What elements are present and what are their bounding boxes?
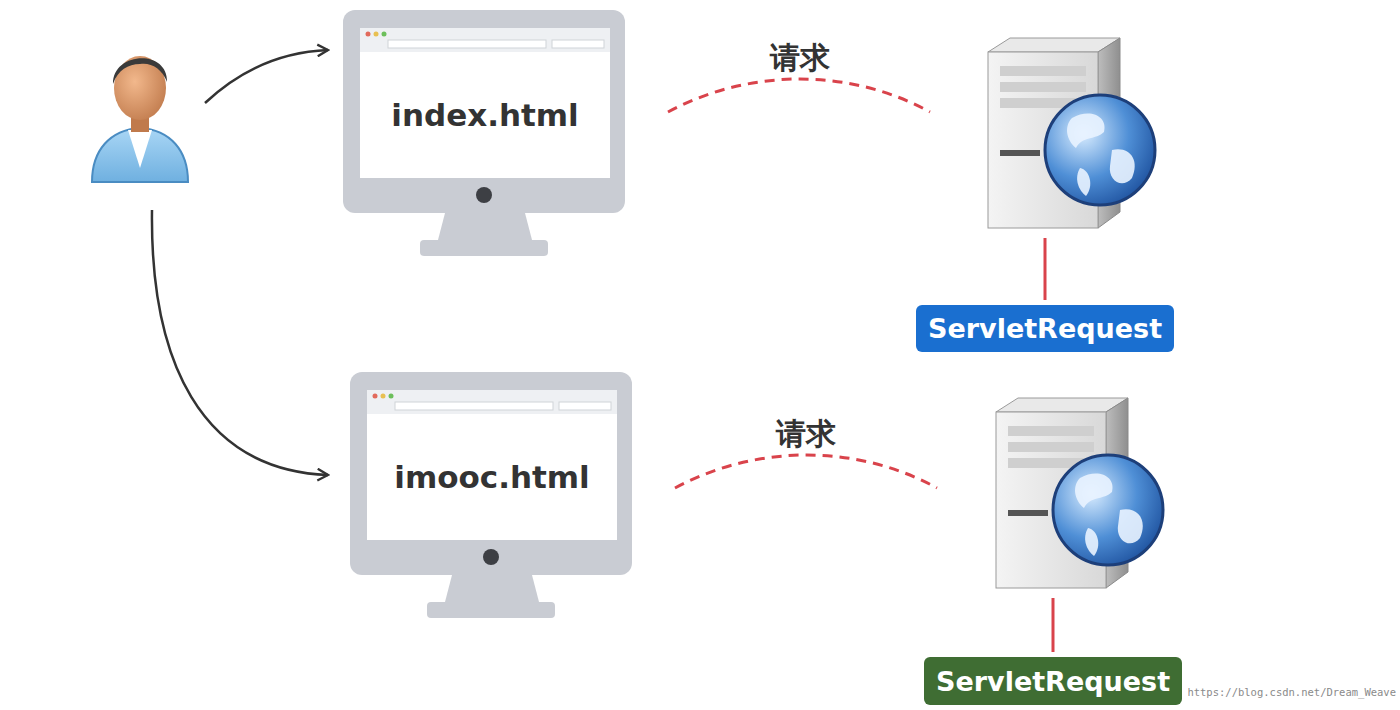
- watermark: https://blog.csdn.net/Dream_Weave: [1187, 686, 1396, 698]
- page-name: imooc.html: [394, 459, 590, 495]
- user-icon: [92, 56, 188, 182]
- user-arrow: [205, 50, 328, 103]
- monitor: [350, 372, 632, 618]
- object-name: ServletRequest: [928, 313, 1162, 344]
- link-line: [1044, 238, 1047, 300]
- servlet-request-box: ServletRequest: [924, 657, 1182, 705]
- page-name: index.html: [391, 97, 579, 133]
- request-label: 请求: [770, 38, 830, 79]
- server: [988, 38, 1155, 228]
- user-arrow: [152, 210, 328, 475]
- link-line: [1052, 598, 1055, 652]
- object-name: ServletRequest: [936, 666, 1170, 697]
- request-curve: [675, 455, 937, 488]
- servlet-request-box: ServletRequest: [916, 305, 1174, 352]
- request-curve: [668, 79, 930, 112]
- browser-screen: index.html: [360, 52, 610, 178]
- monitor: [343, 10, 625, 256]
- browser-screen: imooc.html: [367, 414, 617, 540]
- server: [996, 398, 1163, 588]
- request-label: 请求: [776, 414, 836, 455]
